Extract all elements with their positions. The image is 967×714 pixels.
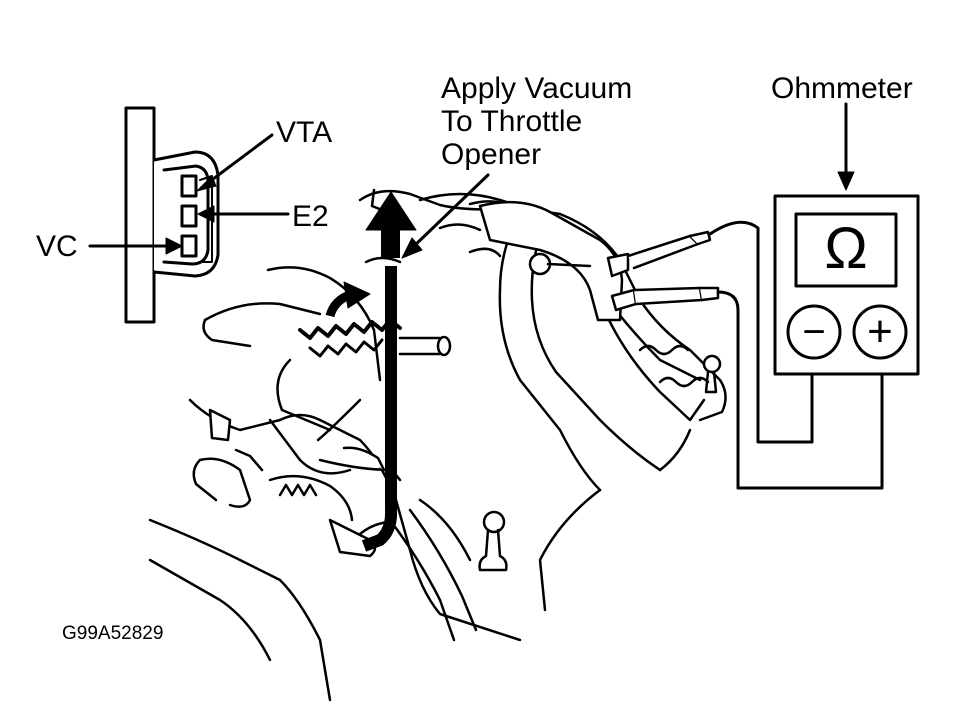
terminal-vta [180, 174, 198, 198]
vacuum-callout [401, 173, 490, 259]
meter-leads [708, 220, 884, 490]
plus-symbol: + [867, 307, 893, 356]
vta-label: VTA [276, 116, 333, 149]
vacuum-label-line3: Opener [441, 138, 542, 171]
terminal-vc [180, 234, 198, 258]
rotation-arrow [325, 281, 371, 318]
e2-label: E2 [292, 200, 329, 233]
ohmmeter-display [794, 212, 898, 288]
test-probes [606, 230, 720, 312]
vc-label: VC [36, 230, 78, 263]
vacuum-hose [361, 266, 398, 552]
connector-callouts [88, 133, 290, 255]
figure-id: G99A52829 [62, 623, 164, 644]
throttle-body-sketch [148, 188, 727, 702]
ohm-symbol: Ω [824, 216, 868, 281]
vacuum-label-line2: To Throttle [441, 105, 583, 138]
ohmmeter [773, 102, 920, 376]
terminal-e2 [180, 204, 198, 228]
vacuum-label-line1: Apply Vacuum [441, 72, 633, 105]
minus-symbol: − [802, 310, 826, 354]
ohmmeter-label: Ohmmeter [771, 72, 913, 105]
vacuum-arrow [365, 191, 417, 258]
positive-terminal [852, 304, 908, 360]
negative-terminal [786, 304, 842, 360]
